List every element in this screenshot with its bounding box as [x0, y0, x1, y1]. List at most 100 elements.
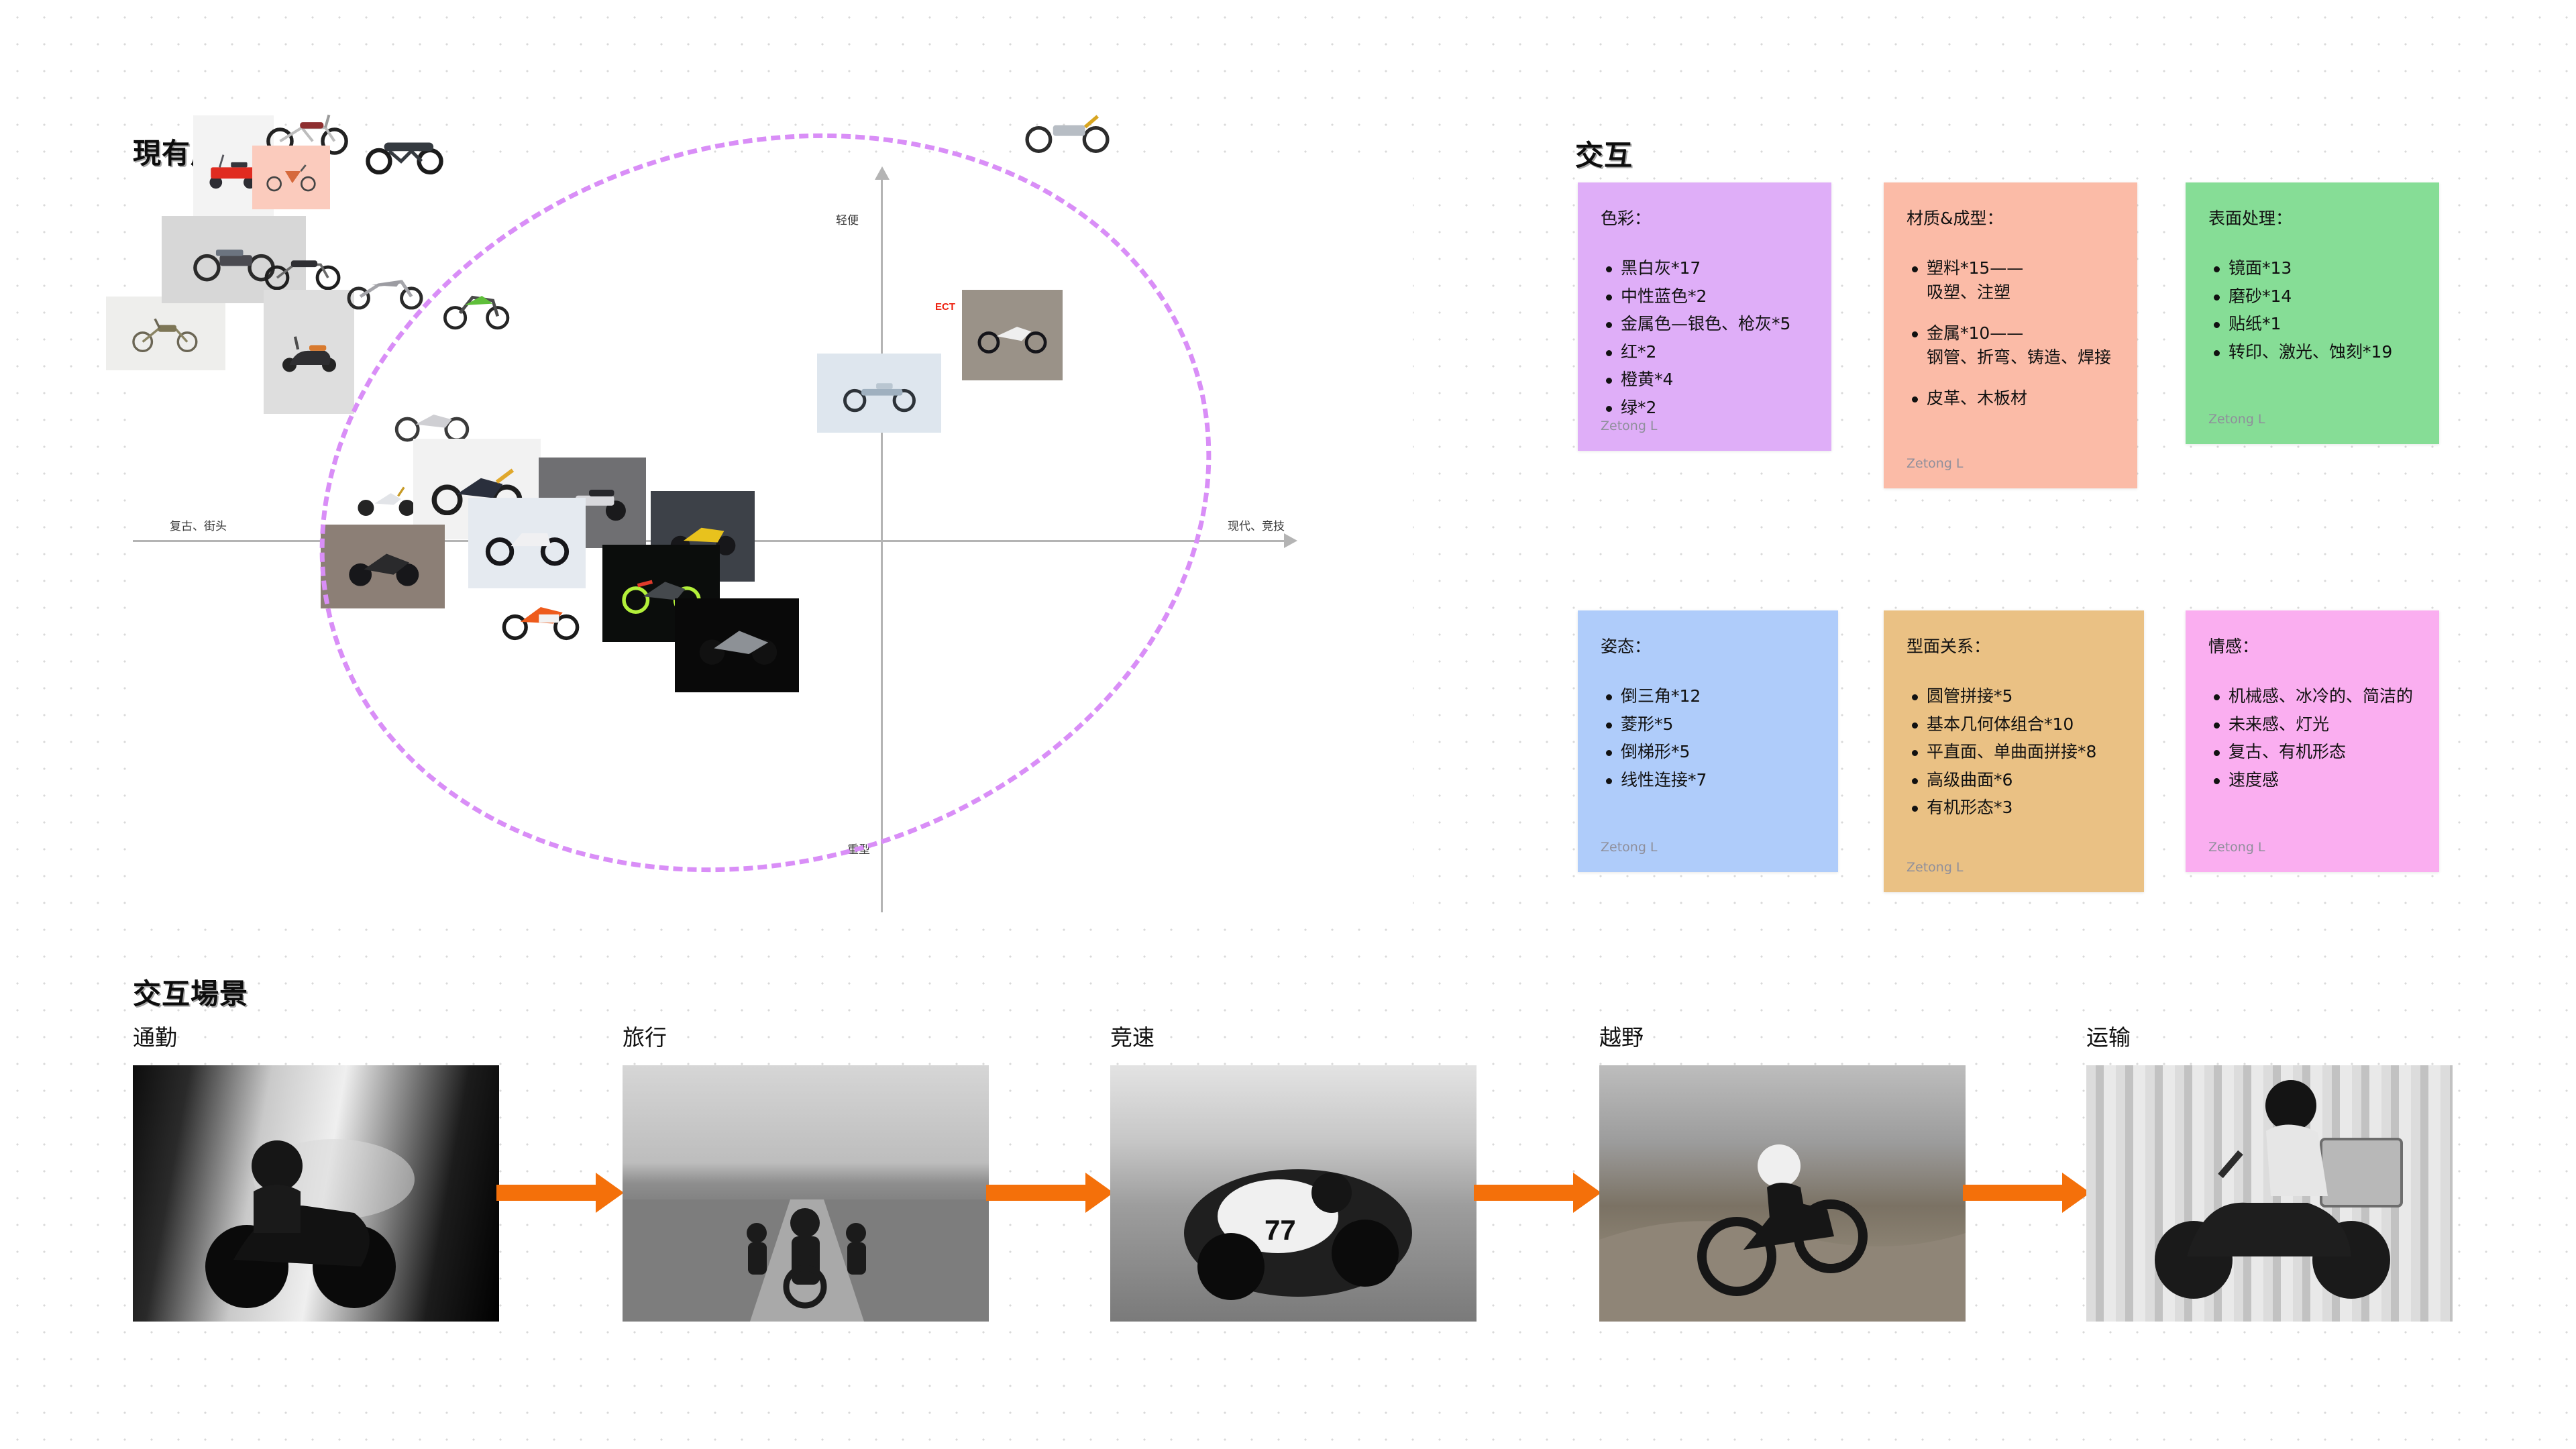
scenario-arrow-3 — [1474, 1173, 1601, 1213]
scenario-image-racing[interactable]: 77 — [1110, 1065, 1477, 1322]
sticky-note-surface-relation[interactable]: 型面关系： 圆管拼接*5 基本几何体组合*10 平直面、单曲面拼接*8 高级曲面… — [1884, 610, 2144, 892]
page-title-interaction-scenarios: 交互場景 — [133, 978, 249, 1010]
scooter-silhouette-icon — [282, 335, 336, 372]
motocross-silhouette-icon — [443, 295, 510, 329]
bike-silhouette-icon — [699, 631, 777, 665]
note-list: 圆管拼接*5 基本几何体组合*10 平直面、单曲面拼接*8 高级曲面*6 有机形… — [1907, 684, 2123, 820]
moodboard-item-white-super73-ebike[interactable] — [240, 89, 374, 176]
list-item: 速度感 — [2208, 768, 2418, 792]
axis-arrow-up-icon — [875, 166, 890, 180]
list-item: 复古、有机形态 — [2208, 740, 2418, 764]
scenario-image-commuting[interactable] — [133, 1065, 499, 1322]
delivery-scooter-silhouette-icon — [2155, 1080, 2403, 1299]
note-title: 材质&成型： — [1907, 209, 2004, 228]
scenario-label-transport: 运输 — [2086, 1024, 2131, 1051]
bike-silhouette-icon — [132, 318, 198, 353]
motocross-rider-silhouette-icon — [1599, 1144, 1966, 1322]
scenario-arrow-4 — [1963, 1173, 2090, 1213]
note-author: Zetong L — [2208, 412, 2265, 427]
bike-silhouette-icon — [209, 154, 258, 189]
scenario-label-offroad: 越野 — [1599, 1024, 1644, 1051]
bike-silhouette-icon — [977, 326, 1047, 354]
race-replica-silhouette-icon — [502, 606, 579, 640]
touring-road-riders-photo — [623, 1065, 989, 1322]
list-item: 金属色—银色、枪灰*5 — [1601, 312, 1810, 336]
list-item: 绿*2 — [1601, 396, 1810, 420]
list-item: 未来感、灯光 — [2208, 712, 2418, 737]
bike-silhouette-icon — [485, 533, 569, 566]
bike-silhouette-icon — [358, 486, 415, 516]
axis-label-top: 轻便 — [836, 214, 859, 227]
list-item: 圆管拼接*5 — [1907, 684, 2123, 708]
moodboard-item-white-panel-concept[interactable] — [468, 498, 586, 588]
list-item: 基本几何体组合*10 — [1907, 712, 2123, 737]
scenario-label-racing: 竞速 — [1110, 1024, 1155, 1051]
scenario-label-touring: 旅行 — [623, 1024, 667, 1051]
moodboard-item-white-enduro[interactable] — [1002, 89, 1132, 174]
vertical-axis — [881, 169, 883, 912]
note-title: 情感： — [2208, 637, 2259, 656]
list-item: 塑料*15—— 吸塑、注塑 — [1907, 256, 2116, 304]
bike-silhouette-icon — [264, 260, 341, 290]
scenario-image-offroad[interactable] — [1599, 1065, 1966, 1322]
note-list: 倒三角*12 菱形*5 倒梯形*5 线性连接*7 — [1601, 684, 1817, 792]
moodboard-item-vintage-khaki-moped[interactable] — [106, 297, 225, 370]
list-item: 贴纸*1 — [2208, 312, 2418, 336]
delivery-scooter-photo — [2086, 1065, 2453, 1322]
offroad-motocross-photo — [1599, 1065, 1966, 1322]
sticky-note-material-forming[interactable]: 材质&成型： 塑料*15—— 吸塑、注塑 金属*10—— 钢管、折弯、铸造、焊接… — [1884, 182, 2137, 488]
moodboard-item-black-scooter[interactable] — [264, 290, 354, 414]
axis-label-left: 复古、街头 — [170, 520, 227, 533]
moodboard-item-orange-triangle-frame-bike[interactable] — [252, 146, 330, 209]
note-list: 镜面*13 磨砂*14 贴纸*1 转印、激光、蚀刻*19 — [2208, 256, 2418, 364]
sticky-note-posture[interactable]: 姿态： 倒三角*12 菱形*5 倒梯形*5 线性连接*7 Zetong L — [1578, 610, 1838, 872]
commuter-silhouette-icon — [205, 1139, 415, 1308]
list-item: 机械感、冰冷的、简洁的 — [2208, 684, 2418, 708]
moodboard-item-silver-street-ebike[interactable] — [373, 382, 490, 462]
moodboard-item-grey-futuristic-concept[interactable] — [675, 598, 799, 692]
scenario-arrow-1 — [496, 1173, 624, 1213]
sticky-note-emotion[interactable]: 情感： 机械感、冰冷的、简洁的 未来感、灯光 复古、有机形态 速度感 Zeton… — [2186, 610, 2439, 872]
moodboard-item-white-cake-kalk[interactable] — [962, 290, 1063, 380]
list-item: 倒梯形*5 — [1601, 740, 1817, 764]
moodboard-item-angular-black-concept[interactable] — [321, 525, 445, 608]
note-title: 姿态： — [1601, 637, 1652, 656]
list-item: 有机形态*3 — [1907, 796, 2123, 820]
note-list: 机械感、冰冷的、简洁的 未来感、灯光 复古、有机形态 速度感 — [2208, 684, 2418, 792]
list-item: 菱形*5 — [1601, 712, 1817, 737]
note-author: Zetong L — [2208, 840, 2265, 855]
bike-silhouette-icon — [394, 414, 469, 442]
scenario-image-transport[interactable] — [2086, 1065, 2453, 1322]
note-list: 塑料*15—— 吸塑、注塑 金属*10—— 钢管、折弯、铸造、焊接 皮革、木板材 — [1907, 256, 2116, 411]
moodboard-item-silver-dirtbike[interactable] — [326, 250, 443, 329]
bike-silhouette-icon — [266, 164, 316, 191]
list-item: 磨砂*14 — [2208, 284, 2418, 309]
commuter-garage-photo — [133, 1065, 499, 1322]
scenario-image-touring[interactable] — [623, 1065, 989, 1322]
moodboard-item-sol-black-ebike[interactable] — [342, 113, 466, 195]
list-item: 高级曲面*6 — [1907, 768, 2123, 792]
svg-text:77: 77 — [1265, 1214, 1296, 1246]
moped-silhouette-icon — [843, 383, 916, 413]
axis-arrow-right-icon — [1284, 533, 1297, 548]
list-item: 镜面*13 — [2208, 256, 2418, 280]
moodboard-item-orange-race-replica[interactable] — [482, 572, 599, 662]
page-title-interaction: 交互 — [1575, 140, 1633, 171]
list-item: 金属*10—— 钢管、折弯、铸造、焊接 — [1907, 321, 2116, 369]
moodboard-item-blue-grey-moped[interactable] — [817, 354, 941, 433]
enduro-silhouette-icon — [1024, 115, 1110, 153]
moodboard-item-small-white-naked-bike[interactable] — [339, 464, 433, 535]
moodboard-annotation-ect: ECT — [935, 301, 955, 313]
sticky-note-color[interactable]: 色彩： 黑白灰*17 中性蓝色*2 金属色—银色、枪灰*5 红*2 橙黄*4 绿… — [1578, 182, 1831, 451]
moodboard-canvas[interactable]: 复古、街头 现代、竞技 轻便 重型 — [106, 25, 1413, 980]
scenario-label-commuting: 通勤 — [133, 1024, 177, 1051]
sticky-note-surface-treatment[interactable]: 表面处理： 镜面*13 磨砂*14 贴纸*1 转印、激光、蚀刻*19 Zeton… — [2186, 182, 2439, 444]
note-title: 色彩： — [1601, 209, 1652, 228]
list-item: 线性连接*7 — [1601, 768, 1817, 792]
list-item: 红*2 — [1601, 340, 1810, 364]
note-author: Zetong L — [1907, 860, 1964, 875]
racing-cornering-photo: 77 — [1110, 1065, 1477, 1322]
riders-silhouette-icon — [623, 1199, 989, 1322]
moodboard-item-dark-scrambler[interactable] — [232, 231, 373, 310]
moodboard-item-green-motocross[interactable] — [425, 256, 526, 354]
